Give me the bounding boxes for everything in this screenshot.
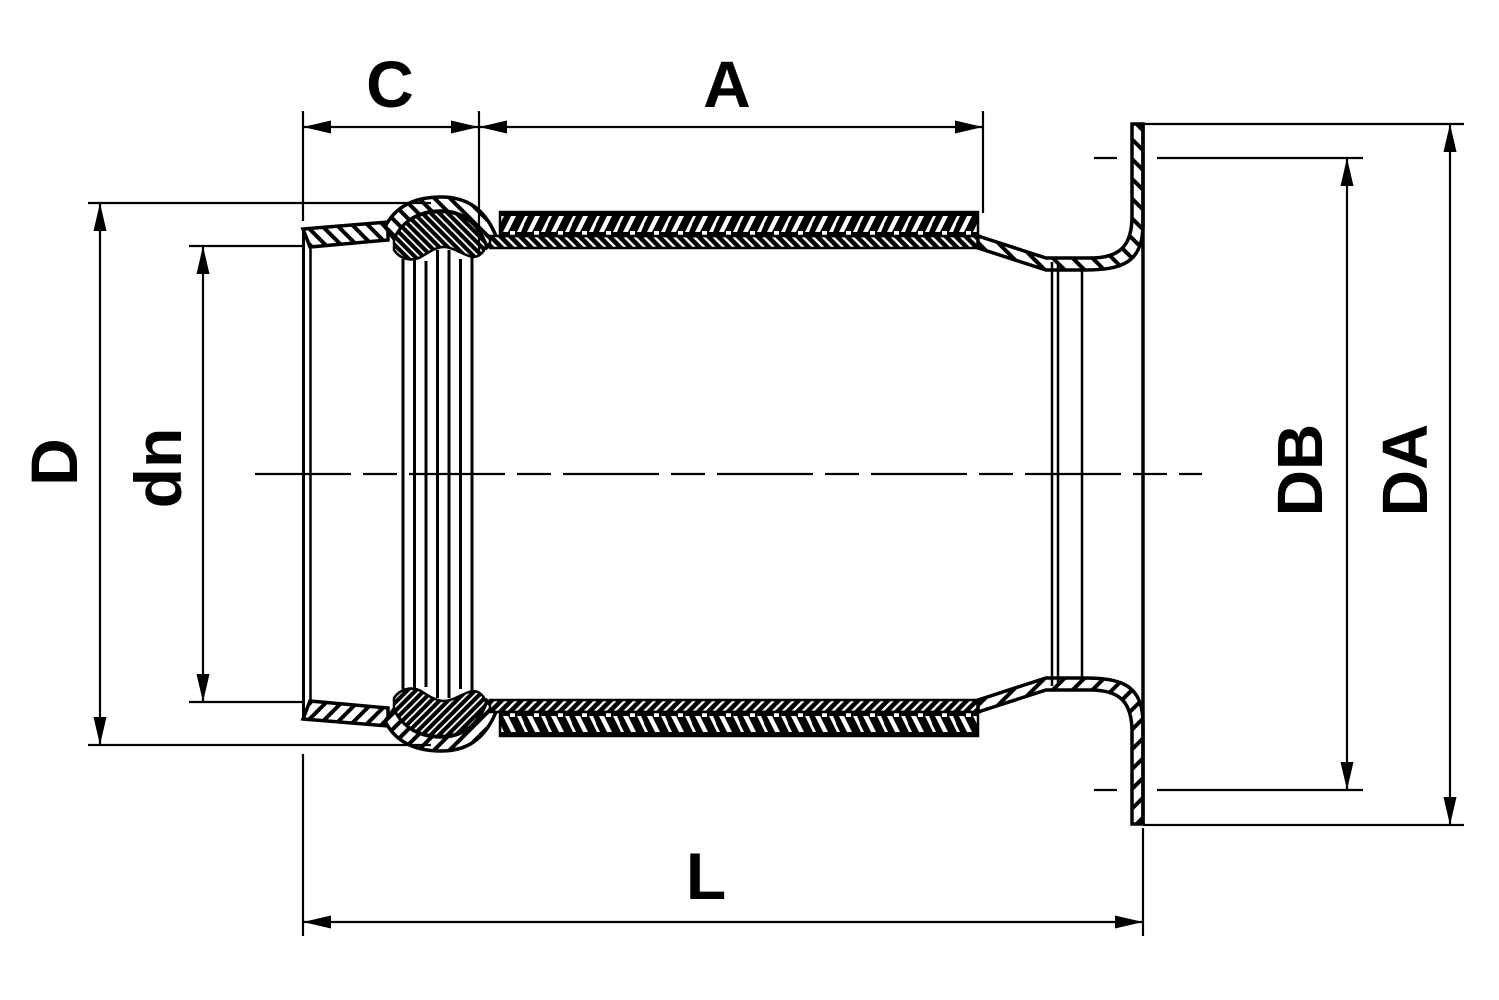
corrugated-band: [498, 210, 980, 238]
flange-section: [976, 122, 1145, 272]
label-a: A: [703, 47, 751, 121]
label-l: L: [686, 839, 726, 913]
dimensions: [88, 111, 1464, 936]
label-db: DB: [1264, 424, 1336, 516]
dimension-labels: C A L D dn DB DA: [17, 47, 1441, 913]
label-d: D: [17, 438, 91, 486]
pipe-wall: [488, 234, 982, 250]
gasket: [392, 210, 488, 261]
fitting-body: [300, 122, 1145, 826]
dimension-arrows: [93, 120, 1457, 929]
label-dn: dn: [121, 428, 195, 509]
label-da: DA: [1369, 424, 1441, 516]
label-c: C: [366, 47, 414, 121]
socket-wall: [300, 220, 390, 249]
